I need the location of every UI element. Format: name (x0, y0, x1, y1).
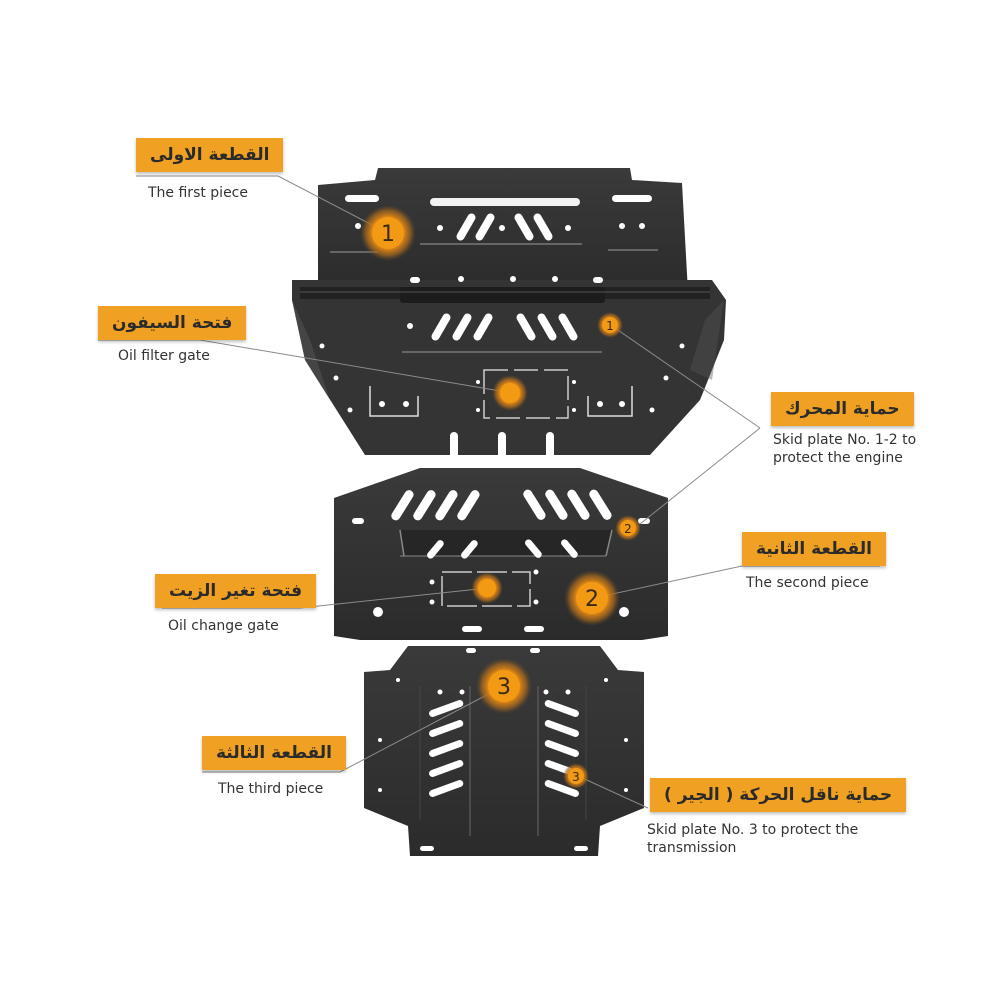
plate-one (292, 168, 726, 474)
label-engine-en2: protect the engine (773, 450, 903, 466)
plate-three (364, 646, 644, 856)
label-second-piece-en: The second piece (746, 575, 869, 591)
label-siphon-ar: فتحة السيفون (98, 306, 247, 340)
marker-oil-filter (492, 375, 528, 411)
svg-text:2: 2 (624, 522, 632, 536)
label-second-piece-ar: القطعة الثانية (742, 532, 886, 566)
marker-1-small: 1 (597, 312, 623, 338)
label-first-piece-ar: القطعة الاولى (136, 138, 284, 172)
svg-text:2: 2 (585, 587, 599, 612)
label-oil-change-ar: فتحة تغير الزيت (155, 574, 317, 608)
marker-3-small: 3 (563, 763, 589, 789)
label-gearbox-en2: transmission (647, 840, 737, 856)
label-third-piece-en: The third piece (218, 781, 324, 797)
label-third-piece-ar: القطعة الثالثة (202, 736, 346, 770)
svg-text:1: 1 (381, 222, 395, 247)
marker-oil-change (471, 572, 503, 604)
label-gearbox-ar: حماية ناقل الحركة ( الجير ) (650, 778, 907, 812)
plate-two (334, 468, 668, 640)
label-oil-change-en: Oil change gate (168, 618, 279, 634)
svg-text:3: 3 (497, 675, 511, 700)
label-siphon-en: Oil filter gate (118, 348, 210, 364)
svg-text:1: 1 (606, 319, 614, 333)
marker-1-big: 1 (360, 205, 416, 261)
label-gearbox-en: Skid plate No. 3 to protect the (647, 822, 859, 838)
label-engine-ar: حماية المحرك (771, 392, 914, 426)
marker-2-small: 2 (615, 515, 641, 541)
marker-3-big: 3 (476, 658, 532, 714)
leader-lines (98, 175, 880, 809)
marker-2-big: 2 (564, 570, 620, 626)
svg-text:3: 3 (572, 770, 580, 784)
label-engine-en: Skid plate No. 1-2 to (773, 432, 917, 448)
label-first-piece-en: The first piece (148, 185, 248, 201)
